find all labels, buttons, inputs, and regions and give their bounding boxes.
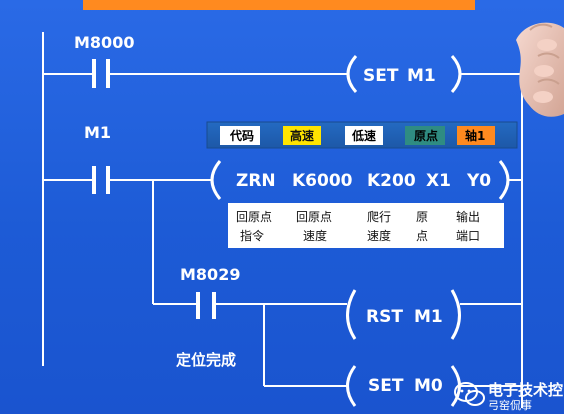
table-row2-col3: 速度: [367, 228, 391, 243]
table-row1-col5: 输出: [456, 209, 480, 224]
rung1-instruction-left-bracket: [346, 55, 358, 93]
rung1-instruction-arg: M1: [407, 66, 436, 86]
rung4-instruction-arg: M0: [414, 376, 443, 396]
label-box-high-speed: [283, 126, 321, 145]
rung4-instruction-right-bracket: [450, 365, 461, 407]
watermark-subtitle: 弓窑侃事: [488, 398, 532, 412]
label-box-axis: [457, 126, 495, 145]
rung2-instruction-right-bracket: [498, 160, 510, 200]
rung4-instruction-op: SET: [368, 376, 404, 396]
table-row2-col2: 速度: [303, 228, 327, 243]
rung3-instruction-right-bracket: [450, 289, 461, 340]
rung2-instruction-left-bracket: [210, 160, 222, 200]
table-row2-col5: 端口: [456, 229, 480, 243]
rung2-instruction-op: ZRN: [236, 171, 276, 191]
table-row1-col4: 原: [416, 210, 428, 224]
rung4-instruction-left-bracket: [346, 365, 357, 407]
table-row1-col2: 回原点: [296, 210, 332, 224]
top-accent-strip: [83, 0, 475, 10]
rung1-instruction-right-bracket: [450, 55, 462, 93]
label-box-origin: [405, 126, 445, 145]
label-code-text: 代码: [229, 128, 254, 143]
rung3-instruction-op: RST: [366, 307, 403, 327]
label-axis-text: 轴1: [465, 128, 485, 143]
label-low-speed-text: 低速: [351, 128, 376, 143]
rung2-contact-label: M1: [84, 123, 111, 142]
rung1-instruction-op: SET: [363, 66, 399, 86]
label-high-speed-text: 高速: [290, 128, 314, 143]
wechat-logo-icon: [454, 382, 485, 406]
rung3-contact-label: M8029: [180, 265, 240, 284]
label-origin-text: 原点: [414, 128, 438, 143]
rung2-arg-output: Y0: [466, 171, 491, 191]
pointer-hand-icon: [516, 22, 564, 117]
table-row1-col1: 回原点: [236, 210, 272, 224]
rung2-arg-origin: X1: [426, 171, 451, 191]
rung2-arg-speed-high: K6000: [292, 171, 353, 191]
rung3-instruction-left-bracket: [346, 289, 357, 340]
watermark-title: 电子技术控: [488, 381, 563, 399]
label-box-low-speed: [345, 126, 383, 145]
table-row1-col3: 爬行: [367, 210, 391, 224]
parameter-table: [228, 203, 504, 248]
table-row2-col1: 指令: [240, 228, 264, 243]
rung3-instruction-arg: M1: [414, 307, 443, 327]
label-box-code: [220, 126, 260, 145]
table-row2-col4: 点: [416, 229, 428, 243]
position-complete-note: 定位完成: [176, 351, 236, 369]
rung1-contact-label: M8000: [74, 33, 134, 52]
rung2-arg-speed-low: K200: [367, 171, 416, 191]
